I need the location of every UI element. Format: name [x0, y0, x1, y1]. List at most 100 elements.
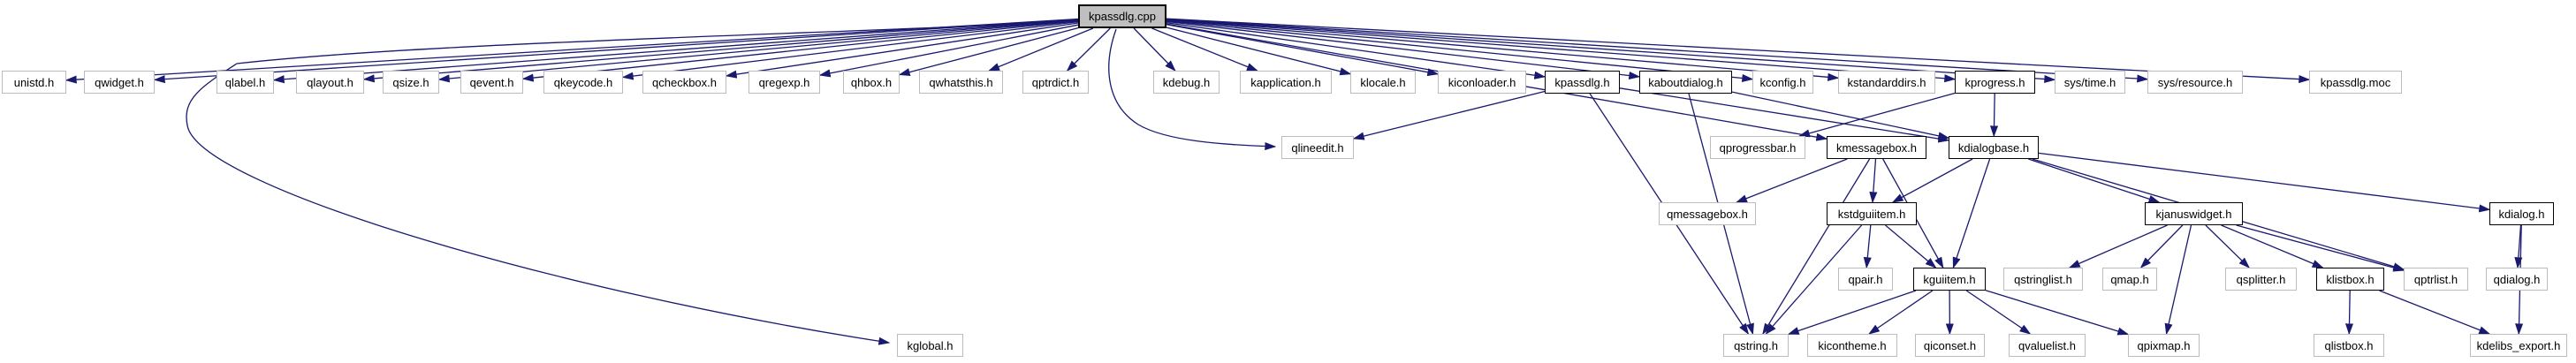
- edge-kjanuswidget_h-to-qmap_h: [2139, 224, 2184, 268]
- edge-kpassdlg_cpp-to-qhbox_h: [898, 26, 1079, 77]
- node-qcheckbox-h: qcheckbox.h: [642, 71, 726, 94]
- node-kaboutdialog-h[interactable]: kaboutdialog.h: [1639, 71, 1732, 94]
- edge-kpassdlg_cpp-to-sys_time_h: [1166, 19, 2056, 84]
- node-qkeycode-h: qkeycode.h: [543, 71, 623, 94]
- node-kstandarddirs-h: kstandarddirs.h: [1838, 71, 1935, 94]
- edge-kpassdlg_cpp-to-qsize_h: [437, 19, 1079, 83]
- edge-kpassdlg_cpp-to-kglobal_h: [186, 20, 1080, 345]
- edge-kdialogbase_h-to-kjanuswidget_h: [2028, 158, 2161, 203]
- node-kglobal-h: kglobal.h: [897, 334, 963, 357]
- node-qevent-h: qevent.h: [460, 71, 523, 94]
- edge-kpassdlg_cpp-to-sys_resource_h: [1166, 18, 2149, 83]
- edge-kmessagebox_h-to-qmessagebox_h: [1735, 158, 1848, 203]
- node-kpassdlg-h[interactable]: kpassdlg.h: [1545, 71, 1620, 94]
- node-kdebug-h: kdebug.h: [1153, 71, 1220, 94]
- node-qmessagebox-h: qmessagebox.h: [1659, 202, 1756, 225]
- edge-klistbox_h-to-qlistbox_h: [2344, 290, 2354, 336]
- node-klistbox-h[interactable]: klistbox.h: [2316, 268, 2384, 291]
- node-klocale-h: klocale.h: [1350, 71, 1416, 94]
- node-kdialog-h[interactable]: kdialog.h: [2489, 202, 2554, 225]
- node-qstringlist-h: qstringlist.h: [2003, 268, 2083, 291]
- edge-kpassdlg_cpp-to-kapplication_h: [1151, 27, 1258, 72]
- edge-kguiitem_h-to-qstring_h: [1787, 290, 1917, 335]
- node-kprogress-h[interactable]: kprogress.h: [1955, 71, 2035, 94]
- node-qwidget-h: qwidget.h: [84, 71, 155, 94]
- edge-kpassdlg_cpp-to-qevent_h: [521, 20, 1079, 82]
- node-kicontheme-h: kicontheme.h: [1807, 334, 1897, 357]
- edge-kdialogbase_h-to-kdialog_h: [2038, 152, 2491, 213]
- node-kiconloader-h: kiconloader.h: [1438, 71, 1526, 94]
- node-qmap-h: qmap.h: [2102, 268, 2157, 291]
- node-kguiitem-h[interactable]: kguiitem.h: [1913, 268, 1986, 291]
- edge-kpassdlg_cpp-to-qkeycode_h: [621, 20, 1079, 80]
- edge-kpassdlg_cpp-to-qcheckbox_h: [725, 22, 1079, 79]
- edge-kpassdlg_cpp-to-kprogress_h: [1166, 19, 1957, 83]
- edge-kpassdlg_cpp-to-klocale_h: [1166, 26, 1352, 76]
- node-qsplitter-h: qsplitter.h: [2225, 268, 2297, 291]
- node-sys-time-h: sys/time.h: [2055, 71, 2125, 94]
- edge-kdialogbase_h-to-kguiitem_h: [1952, 158, 1991, 269]
- edge-kpassdlg_cpp-to-kpassdlg_h: [1166, 22, 1546, 79]
- edge-kprogress_h-to-qprogressbar_h: [1797, 92, 1956, 138]
- edge-kjanuswidget_h-to-qstringlist_h: [2068, 224, 2168, 268]
- edge-kstdguiitem_h-to-qstring_h: [1765, 224, 1863, 335]
- edge-kaboutdialog_h-to-kdialogbase_h: [1731, 91, 1950, 140]
- edge-kjanuswidget_h-to-qsplitter_h: [2205, 224, 2251, 268]
- edge-kdialogbase_h-to-kstdguiitem_h: [1891, 158, 1973, 203]
- edge-kguiitem_h-to-qpixmap_h: [1985, 290, 2130, 336]
- edge-kpassdlg_cpp-to-unistd_h: [65, 18, 1079, 84]
- edge-kjanuswidget_h-to-qpixmap_h: [2164, 224, 2192, 336]
- node-qpair-h: qpair.h: [1838, 268, 1893, 291]
- edge-kpassdlg_cpp-to-kiconloader_h: [1166, 24, 1440, 77]
- node-qsize-h: qsize.h: [383, 71, 439, 94]
- node-kdelibs-export-h: kdelibs_export.h: [2470, 334, 2567, 357]
- edge-kjanuswidget_h-to-qptrlist_h: [2236, 224, 2405, 272]
- node-qlistbox-h: qlistbox.h: [2314, 334, 2384, 357]
- edge-kpassdlg_cpp-to-qptrdict_h: [1066, 27, 1111, 72]
- node-qprogressbar-h: qprogressbar.h: [1710, 136, 1805, 159]
- edge-kpassdlg_cpp-to-kconfig_h: [1166, 19, 1754, 82]
- node-qdialog-h: qdialog.h: [2486, 268, 2548, 291]
- edge-kstdguiitem_h-to-qpair_h: [1863, 224, 1872, 269]
- edge-kpassdlg_cpp-to-qlayout_h: [362, 19, 1079, 83]
- edge-kpassdlg_cpp-to-qlabel_h: [272, 19, 1079, 84]
- edge-kdialog_h-to-qdialog_h: [2514, 224, 2523, 269]
- edge-kmessagebox_h-to-kstdguiitem_h: [1869, 158, 1878, 204]
- node-qlayout-h: qlayout.h: [296, 71, 364, 94]
- edge-kpassdlg_h-to-kdialogbase_h: [1619, 87, 1950, 143]
- node-qstring-h: qstring.h: [1723, 334, 1789, 357]
- edge-kpassdlg_cpp-to-qwidget_h: [153, 19, 1079, 84]
- edge-kpassdlg_cpp-to-qregexp_h: [818, 24, 1079, 78]
- node-kjanuswidget-h[interactable]: kjanuswidget.h: [2145, 202, 2243, 225]
- node-qlabel-h: qlabel.h: [217, 71, 274, 94]
- edge-kpassdlg_cpp-to-kpassdlg_moc: [1166, 18, 2311, 84]
- node-kmessagebox-h[interactable]: kmessagebox.h: [1827, 136, 1926, 159]
- edge-kguiitem_h-to-qvaluelist_h: [1965, 290, 2032, 335]
- node-qvaluelist-h: qvaluelist.h: [2009, 334, 2086, 357]
- node-qiconset-h: qiconset.h: [1915, 334, 1985, 357]
- node-qwhatsthis-h: qwhatsthis.h: [919, 71, 1003, 94]
- edge-kpassdlg_cpp-to-kaboutdialog_h: [1166, 20, 1641, 80]
- node-kdialogbase-h[interactable]: kdialogbase.h: [1949, 136, 2039, 159]
- edge-kmessagebox_h-to-qstring_h: [1762, 158, 1871, 336]
- edge-kstdguiitem_h-to-kguiitem_h: [1885, 224, 1937, 268]
- node-qhbox-h: qhbox.h: [843, 71, 900, 94]
- node-kapplication-h: kapplication.h: [1240, 71, 1332, 94]
- edge-kpassdlg_cpp-to-qlineedit_h: [1108, 28, 1277, 151]
- node-qregexp-h: qregexp.h: [748, 71, 820, 94]
- node-qpixmap-h: qpixmap.h: [2128, 334, 2200, 357]
- edge-klistbox_h-to-kdelibs_export_h: [2379, 290, 2491, 335]
- node-kstdguiitem-h[interactable]: kstdguiitem.h: [1827, 202, 1917, 225]
- edge-kguiitem_h-to-kicontheme_h: [1868, 290, 1934, 335]
- node-kconfig-h: kconfig.h: [1752, 71, 1813, 94]
- edge-kjanuswidget_h-to-klistbox_h: [2221, 224, 2324, 268]
- node-qlineedit-h: qlineedit.h: [1281, 136, 1354, 159]
- node-unistd-h: unistd.h: [2, 71, 66, 94]
- node-qptrlist-h: qptrlist.h: [2404, 268, 2468, 291]
- edge-kpassdlg_cpp-to-kstandarddirs_h: [1166, 19, 1840, 81]
- edge-kpassdlg_cpp-to-kdebug_h: [1133, 27, 1176, 72]
- node-kpassdlg-moc: kpassdlg.moc: [2309, 71, 2402, 94]
- node-kpassdlg-cpp: kpassdlg.cpp: [1078, 4, 1166, 28]
